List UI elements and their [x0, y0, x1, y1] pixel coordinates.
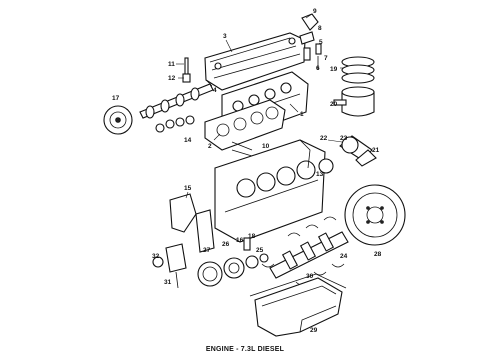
- callout-11: 11: [168, 61, 175, 68]
- callout-1: 1: [300, 111, 304, 118]
- callout-29: 29: [310, 327, 318, 334]
- engine-block: [214, 139, 326, 243]
- callout-20: 20: [330, 101, 338, 108]
- callout-15: 15: [184, 185, 192, 192]
- callout-27: 27: [203, 247, 211, 254]
- callout-13: 13: [316, 171, 324, 178]
- callout-32: 32: [152, 253, 160, 260]
- callout-17: 17: [112, 95, 120, 102]
- callout-30: 30: [306, 273, 314, 280]
- callout-7: 7: [324, 55, 328, 62]
- valve-train-parts: [299, 13, 322, 70]
- callout-18: 18: [248, 233, 256, 240]
- callout-4: 4: [213, 87, 217, 94]
- callout-31: 31: [164, 279, 172, 286]
- callout-23: 23: [340, 135, 348, 142]
- callout-25: 25: [256, 247, 264, 254]
- callout-5: 5: [319, 39, 323, 46]
- callout-8: 8: [318, 25, 322, 32]
- lifters: [155, 57, 253, 157]
- camshaft: [103, 83, 214, 135]
- callout-28: 28: [374, 251, 382, 258]
- callout-3: 3: [223, 33, 227, 40]
- oil-pump: [152, 243, 187, 289]
- figure-caption: ENGINE - 7.3L DIESEL: [205, 346, 285, 353]
- flywheel: [344, 184, 406, 246]
- callout-2: 2: [208, 143, 212, 150]
- callout-6: 6: [316, 65, 320, 72]
- callout-10: 10: [262, 143, 270, 150]
- callout-19: 19: [330, 66, 338, 73]
- oil-pan-gasket: [249, 273, 347, 297]
- front-pulley-parts: [197, 237, 269, 287]
- oil-pump-bracket: [169, 193, 215, 253]
- callout-26: 26: [222, 241, 230, 248]
- callout-labels: 3 1 2 4 9 8 5 7 6 19 20 11 12 17 14 10 2…: [112, 8, 382, 334]
- callout-22: 22: [320, 135, 328, 142]
- callout-16: 16: [236, 237, 244, 244]
- oil-pan: [254, 277, 343, 337]
- callout-24: 24: [340, 253, 348, 260]
- head-gasket: [204, 99, 286, 151]
- callout-21: 21: [372, 147, 380, 154]
- crankshaft: [269, 231, 349, 279]
- callout-14: 14: [184, 137, 192, 144]
- callout-9: 9: [313, 8, 317, 15]
- piston-assembly: [333, 56, 375, 117]
- callout-12: 12: [168, 75, 176, 82]
- rear-seal: [318, 158, 334, 174]
